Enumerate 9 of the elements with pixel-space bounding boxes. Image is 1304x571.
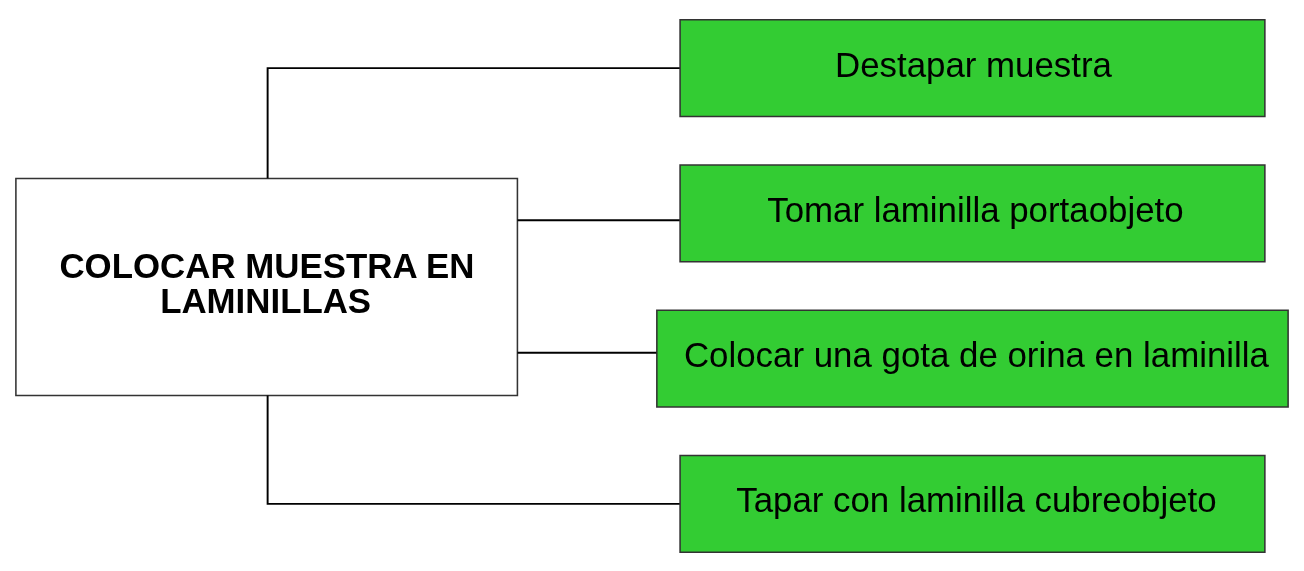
node-box: Tapar con laminilla cubreobjeto xyxy=(679,454,1266,553)
connector xyxy=(266,393,681,505)
node-box: Colocar una gota de orina en laminilla xyxy=(656,308,1289,408)
connector xyxy=(516,351,658,354)
node-box: COLOCAR MUESTRA EN LAMINILLAS xyxy=(15,177,519,396)
node-box: Tomar laminilla portaobjeto xyxy=(679,163,1266,263)
node-box: Destapar muestra xyxy=(679,18,1266,117)
connector xyxy=(266,66,681,179)
connector xyxy=(516,218,681,221)
